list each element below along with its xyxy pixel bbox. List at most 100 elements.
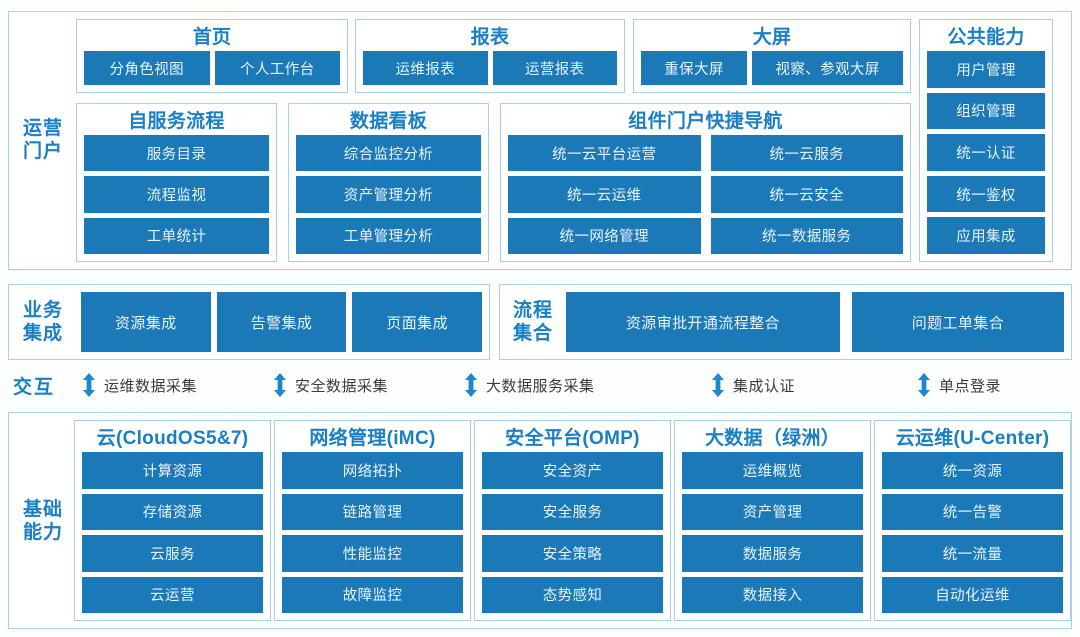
chip-unified-cloud-ops[interactable]: 统一云运维 [508, 176, 701, 213]
chip-unified-cloud-security[interactable]: 统一云安全 [710, 176, 903, 213]
chip-ticket-management-analysis[interactable]: 工单管理分析 [296, 217, 481, 254]
chip-page-integration[interactable]: 页面集成 [352, 292, 483, 352]
group-security-platform-title: 安全平台(OMP) [505, 428, 640, 449]
process-collection-chips: 资源审批开通流程整合 问题工单集合 [566, 292, 1065, 352]
chip-automated-ops[interactable]: 自动化运维 [882, 576, 1063, 613]
group-component-portal-nav-title: 组件门户快捷导航 [628, 111, 783, 132]
chip-app-integration[interactable]: 应用集成 [927, 217, 1045, 254]
chip-ops-report[interactable]: 运维报表 [363, 51, 488, 85]
business-label-line-2: 集成 [22, 323, 63, 344]
chip-security-policy[interactable]: 安全策略 [482, 535, 663, 572]
chip-asset-management[interactable]: 资产管理 [682, 493, 863, 530]
chip-cloud-service[interactable]: 云服务 [82, 535, 263, 572]
group-common-capability[interactable]: 公共能力 用户管理 组织管理 统一认证 统一鉴权 应用集成 [919, 19, 1053, 262]
chip-security-service[interactable]: 安全服务 [482, 493, 663, 530]
group-network-management[interactable]: 网络管理(iMC) 网络拓扑 链路管理 性能监控 故障监控 [274, 420, 471, 621]
chip-performance-monitoring[interactable]: 性能监控 [282, 535, 463, 572]
group-data-dashboard[interactable]: 数据看板 综合监控分析 资产管理分析 工单管理分析 [288, 103, 489, 262]
chip-unified-data-service[interactable]: 统一数据服务 [710, 217, 903, 254]
interaction-item-label: 单点登录 [939, 377, 1002, 395]
chip-critical-bigscreen[interactable]: 重保大屏 [641, 51, 748, 85]
chip-compute-resource[interactable]: 计算资源 [82, 452, 263, 489]
group-bigdata-title: 大数据（绿洲） [704, 428, 841, 449]
process-collection-label: 流程 集合 [502, 292, 564, 352]
portal-label-line-2: 门户 [22, 141, 63, 162]
group-cloud[interactable]: 云(CloudOS5&7) 计算资源 存储资源 云服务 云运营 [74, 420, 271, 621]
chip-situation-awareness[interactable]: 态势感知 [482, 576, 663, 613]
chip-process-monitor[interactable]: 流程监视 [84, 176, 269, 213]
interaction-item-label: 运维数据采集 [104, 377, 198, 395]
chip-operation-report[interactable]: 运营报表 [492, 51, 617, 85]
chip-inspection-bigscreen[interactable]: 视察、参观大屏 [752, 51, 904, 85]
portal-section-label: 运营 门户 [10, 100, 76, 180]
double-arrow-vertical-icon [274, 373, 286, 397]
double-arrow-vertical-icon [918, 373, 930, 397]
interaction-item-label: 集成认证 [733, 377, 796, 395]
business-label-line-1: 业务 [22, 300, 63, 321]
chip-ops-overview[interactable]: 运维概览 [682, 452, 863, 489]
double-arrow-vertical-icon [83, 373, 95, 397]
group-reports-title: 报表 [470, 27, 510, 48]
chip-service-catalog[interactable]: 服务目录 [84, 135, 269, 172]
group-security-platform[interactable]: 安全平台(OMP) 安全资产 安全服务 安全策略 态势感知 [474, 420, 671, 621]
chip-storage-resource[interactable]: 存储资源 [82, 493, 263, 530]
foundation-label-line-2: 能力 [22, 522, 63, 543]
group-homepage[interactable]: 首页 分角色视图 个人工作台 [76, 19, 348, 93]
group-network-management-title: 网络管理(iMC) [309, 428, 436, 449]
group-cloud-ops-title: 云运维(U-Center) [895, 428, 1050, 449]
chip-fault-monitoring[interactable]: 故障监控 [282, 576, 463, 613]
chip-unified-auth[interactable]: 统一认证 [927, 134, 1045, 171]
group-homepage-title: 首页 [192, 27, 232, 48]
interaction-item-bigdata-service[interactable]: 大数据服务采集 [464, 370, 595, 400]
chip-alarm-integration[interactable]: 告警集成 [216, 292, 347, 352]
interaction-label: 交互 [12, 377, 55, 398]
chip-integrated-monitoring-analysis[interactable]: 综合监控分析 [296, 135, 481, 172]
group-reports[interactable]: 报表 运维报表 运营报表 [355, 19, 625, 93]
group-component-portal-nav[interactable]: 组件门户快捷导航 统一云平台运营 统一云服务 统一云运维 统一云安全 统一网络管… [500, 103, 911, 262]
chip-unified-alarm[interactable]: 统一告警 [882, 493, 1063, 530]
group-data-dashboard-title: 数据看板 [349, 111, 428, 132]
interaction-row: 交互 运维数据采集 安全数据采集 大数据服务采集 集成认证 [0, 368, 1080, 404]
group-bigscreen-title: 大屏 [752, 27, 792, 48]
chip-unified-cloud-platform-operation[interactable]: 统一云平台运营 [508, 135, 701, 172]
group-bigscreen[interactable]: 大屏 重保大屏 视察、参观大屏 [633, 19, 911, 93]
interaction-item-integrated-auth[interactable]: 集成认证 [711, 370, 795, 400]
group-cloud-ops[interactable]: 云运维(U-Center) 统一资源 统一告警 统一流量 自动化运维 [874, 420, 1071, 621]
chip-unified-authorization[interactable]: 统一鉴权 [927, 175, 1045, 213]
group-cloud-title: 云(CloudOS5&7) [96, 428, 249, 449]
chip-asset-management-analysis[interactable]: 资产管理分析 [296, 176, 481, 213]
chip-resource-integration[interactable]: 资源集成 [81, 292, 211, 352]
chip-org-management[interactable]: 组织管理 [927, 92, 1045, 130]
chip-security-asset[interactable]: 安全资产 [482, 452, 663, 489]
chip-ticket-statistics[interactable]: 工单统计 [84, 217, 269, 254]
chip-unified-traffic[interactable]: 统一流量 [882, 535, 1063, 572]
business-integration-chips: 资源集成 告警集成 页面集成 [81, 292, 483, 352]
group-common-capability-title: 公共能力 [947, 27, 1025, 48]
chip-link-management[interactable]: 链路管理 [282, 493, 463, 530]
interaction-item-sso[interactable]: 单点登录 [917, 370, 1001, 400]
chip-role-view[interactable]: 分角色视图 [84, 51, 210, 85]
process-label-line-2: 集合 [512, 323, 553, 344]
foundation-label-line-1: 基础 [22, 499, 63, 520]
double-arrow-vertical-icon [712, 373, 724, 397]
chip-resource-approval-process[interactable]: 资源审批开通流程整合 [566, 292, 840, 352]
chip-unified-network-management[interactable]: 统一网络管理 [508, 217, 701, 254]
interaction-item-security-data[interactable]: 安全数据采集 [273, 370, 388, 400]
chip-issue-ticket-collection[interactable]: 问题工单集合 [851, 292, 1065, 352]
chip-user-management[interactable]: 用户管理 [927, 51, 1045, 88]
group-bigdata[interactable]: 大数据（绿洲） 运维概览 资产管理 数据服务 数据接入 [674, 420, 871, 621]
chip-unified-cloud-service[interactable]: 统一云服务 [710, 135, 903, 172]
chip-personal-workbench[interactable]: 个人工作台 [214, 51, 340, 85]
chip-network-topology[interactable]: 网络拓扑 [282, 452, 463, 489]
chip-data-ingestion[interactable]: 数据接入 [682, 576, 863, 613]
chip-cloud-operation[interactable]: 云运营 [82, 576, 263, 613]
chip-data-service[interactable]: 数据服务 [682, 535, 863, 572]
chip-unified-resource[interactable]: 统一资源 [882, 452, 1063, 489]
foundation-section-label: 基础 能力 [10, 481, 76, 561]
interaction-item-ops-data[interactable]: 运维数据采集 [82, 370, 197, 400]
business-integration-label: 业务 集成 [10, 292, 76, 352]
interaction-item-label: 大数据服务采集 [486, 377, 595, 395]
group-self-service-process[interactable]: 自服务流程 服务目录 流程监视 工单统计 [76, 103, 277, 262]
group-self-service-process-title: 自服务流程 [128, 111, 225, 132]
